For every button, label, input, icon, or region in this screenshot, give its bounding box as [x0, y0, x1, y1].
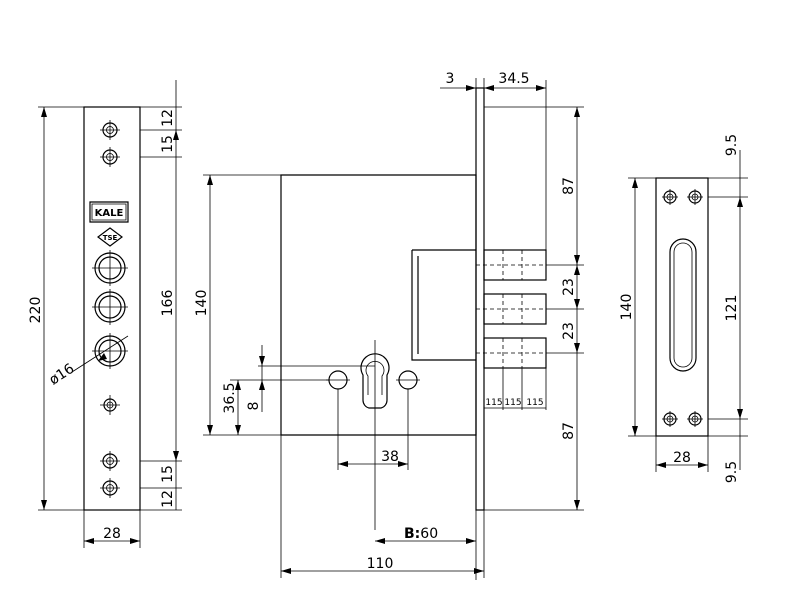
strike-screw-bot-left [662, 411, 678, 427]
dim-hole-diameter: ø16 [46, 361, 77, 389]
bolt-top [476, 249, 547, 281]
screw-hole-top-2 [100, 147, 120, 167]
lock-case [280, 174, 477, 436]
dim-hole-spacing: 166 [160, 290, 176, 317]
strike-screw-top-left [662, 189, 678, 205]
dim-plate-thickness: 3 [446, 71, 455, 87]
bolt-hole-2 [92, 289, 128, 325]
dim-cylinder-36-5: 36.5 [222, 382, 238, 413]
tse-logo: TSE [97, 227, 123, 247]
bolt-hole-3 [92, 333, 128, 369]
dim-total-height: 220 [28, 297, 44, 324]
kale-logo: KALE [89, 201, 129, 223]
strike-screw-top-right [687, 189, 703, 205]
left-faceplate-view: KALE TSE [28, 80, 182, 548]
dim-backset-prefix: B: [404, 526, 420, 542]
logo-cert-text: TSE [103, 234, 118, 242]
dim-body-width: 110 [367, 556, 394, 572]
dim-strike-width: 28 [673, 450, 691, 466]
dim-right-87-top: 87 [561, 177, 577, 195]
bolt-bot [476, 337, 547, 369]
strike-plate-outline [655, 177, 709, 437]
cylinder-keyhole [360, 340, 390, 530]
right-strike-plate-view: 140 9.5 121 9.5 28 [619, 134, 748, 483]
dim-right-87-bot: 87 [561, 422, 577, 440]
front-plate [475, 87, 485, 511]
dim-cylinder-38: 38 [381, 449, 399, 465]
dim-cylinder-8: 8 [246, 402, 262, 411]
strike-screw-bot-right [687, 411, 703, 427]
dim-strike-slot: 121 [724, 295, 740, 322]
dim-body-height: 140 [194, 290, 210, 317]
bolt-hole-1 [92, 250, 128, 286]
cylinder-screw-right [396, 370, 420, 390]
screw-hole-mid [100, 395, 120, 415]
strike-slot [669, 238, 697, 372]
screw-hole-top-1 [100, 120, 120, 140]
dim-right-23-a: 23 [561, 278, 577, 296]
dim-top-12: 12 [160, 109, 176, 127]
dim-faceplate-width: 28 [103, 526, 121, 542]
faceplate-outline [83, 106, 141, 511]
dim-bolt-projection: 34.5 [498, 71, 529, 87]
dim-top-15: 15 [160, 135, 176, 153]
dim-bolt-spacing-3: 115 [526, 398, 543, 408]
dim-strike-top-9-5: 9.5 [724, 134, 740, 156]
dim-bolt-spacing-1: 115 [485, 398, 502, 408]
cylinder-screw-left [326, 370, 350, 390]
center-lock-body-view: 3 34.5 140 87 23 23 87 115 115 115 [194, 71, 584, 580]
screw-hole-bot-2 [100, 478, 120, 498]
dim-bot-15: 15 [160, 465, 176, 483]
dim-backset: B:60 [404, 526, 438, 542]
dim-right-23-b: 23 [561, 322, 577, 340]
logo-brand-text: KALE [95, 208, 124, 219]
bolt-mid [476, 293, 547, 325]
dim-backset-value: 60 [420, 526, 438, 542]
dim-strike-bot-9-5: 9.5 [724, 461, 740, 483]
dim-strike-height: 140 [619, 294, 635, 321]
dim-bolt-spacing-2: 115 [504, 398, 521, 408]
dim-bot-12: 12 [160, 490, 176, 508]
screw-hole-bot-1 [100, 451, 120, 471]
